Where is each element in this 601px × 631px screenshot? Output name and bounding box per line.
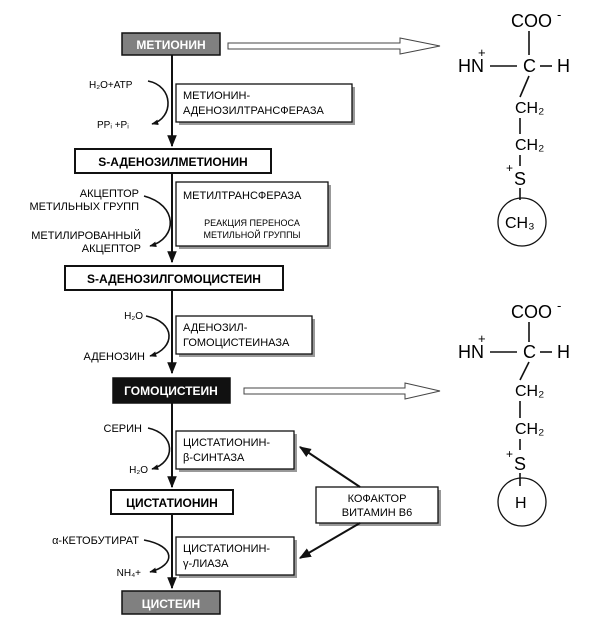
cgl-box (175, 536, 295, 576)
top-plus: + (478, 45, 486, 60)
h2o-label-a: H₂O (124, 311, 143, 322)
cofactor-line1: КОФАКТОР (348, 493, 407, 505)
top-minus: - (557, 7, 561, 22)
ahcy-line2: ГОМОЦИСТЕИНАЗА (183, 337, 290, 349)
bot-c: C (523, 342, 536, 362)
top-s: S (514, 169, 526, 189)
acceptor-label-2: МЕТИЛЬНЫХ ГРУПП (30, 201, 140, 213)
nh4-label: NH₄+ (117, 568, 142, 579)
cystathionine-label: ЦИСТАТИОНИН (126, 496, 218, 510)
curve-adenosine (145, 315, 170, 357)
cgl-line2: γ-ЛИАЗА (183, 558, 229, 570)
cysteine-box (121, 590, 221, 615)
bot-minus: - (557, 298, 561, 313)
serine-label: СЕРИН (104, 423, 143, 435)
top-hn: HN (458, 56, 484, 76)
hollow-arrow-homocysteine (243, 382, 441, 400)
mat-box (175, 83, 353, 123)
top-methyl-circle (497, 197, 547, 247)
ketobutyrate-label: α-КЕТОБУТИРАТ (52, 535, 139, 547)
ahcy-box (175, 315, 313, 355)
ppi-pi-label: PPᵢ +Pᵢ (97, 120, 129, 131)
mat-line1: МЕТИОНИН- (183, 90, 250, 102)
sam-label: S-АДЕНОЗИЛМЕТИОНИН (98, 155, 247, 169)
bot-s-plus: + (506, 447, 513, 461)
cystathionine-box (110, 489, 234, 515)
methionine-label: МЕТИОНИН (136, 38, 205, 52)
adenosine-label: АДЕНОЗИН (84, 351, 146, 363)
bot-bond-c-ch2a (519, 361, 530, 381)
methylated-label-1: МЕТИЛИРОВАННЫЙ (31, 229, 141, 242)
cbs-box (175, 430, 295, 470)
curve-methyl (143, 195, 172, 247)
methionine-box (121, 32, 221, 56)
top-ch3: CH₃ (505, 215, 535, 232)
mt-title: МЕТИЛТРАНСФЕРАЗА (183, 190, 302, 202)
top-ch2-b: CH₂ (515, 137, 544, 154)
sah-box (64, 265, 284, 291)
bot-h-sub: H (515, 495, 527, 512)
curve-atp (147, 80, 169, 126)
mt-sub2: МЕТИЛЬНОЙ ГРУППЫ (203, 229, 300, 240)
cofactor-line2: ВИТАМИН В6 (342, 507, 412, 519)
bot-coo: COO (511, 302, 552, 322)
bot-ch2-b: CH₂ (515, 421, 544, 438)
top-bond-c-ch2a (519, 75, 530, 98)
homocysteine-box (112, 377, 231, 404)
sam-box (74, 148, 272, 174)
arrow-cofactor-to-cbs (299, 446, 361, 488)
bot-ch2-a: CH₂ (515, 383, 544, 400)
h2o-label-b: H₂O (129, 465, 148, 476)
bot-plus: + (478, 331, 486, 346)
homocysteine-structure: COO - + HN C H CH₂ CH₂ + S H (458, 298, 570, 527)
arrow-cofactor-to-cgl (298, 522, 361, 559)
top-ch2-a: CH₂ (515, 100, 544, 117)
cofactor-box (315, 486, 439, 524)
curve-ketobutyrate (143, 539, 170, 574)
acceptor-label-1: АКЦЕПТОР (80, 188, 139, 200)
mat-line2: АДЕНОЗИЛТРАНСФЕРАЗА (183, 105, 324, 117)
methionine-structure: COO - + HN C H CH₂ CH₂ + S CH₃ (458, 7, 570, 247)
curve-serine (147, 427, 171, 470)
top-s-plus: + (506, 161, 513, 175)
sah-label: S-АДЕНОЗИЛГОМОЦИСТЕИН (87, 272, 261, 286)
mt-sub1: РЕАКЦИЯ ПЕРЕНОСА (204, 218, 300, 228)
top-h: H (557, 56, 570, 76)
cbs-line2: β-СИНТАЗА (183, 452, 245, 464)
mt-box (175, 181, 329, 247)
cgl-line1: ЦИСТАТИОНИН- (183, 543, 270, 555)
bot-h: H (557, 342, 570, 362)
cbs-line1: ЦИСТАТИОНИН- (183, 437, 270, 449)
hollow-arrow-methionine (227, 37, 441, 55)
top-c: C (523, 56, 536, 76)
homocysteine-label: ГОМОЦИСТЕИН (124, 384, 218, 398)
methylated-label-2: АКЦЕПТОР (82, 243, 141, 255)
h2o-atp-label: H₂O+ATP (89, 80, 133, 91)
bot-s: S (514, 454, 526, 474)
ahcy-line1: АДЕНОЗИЛ- (183, 322, 248, 334)
top-coo: COO (511, 11, 552, 31)
bot-h-circle (497, 477, 547, 527)
cysteine-label: ЦИСТЕИН (142, 597, 200, 611)
bot-hn: HN (458, 342, 484, 362)
